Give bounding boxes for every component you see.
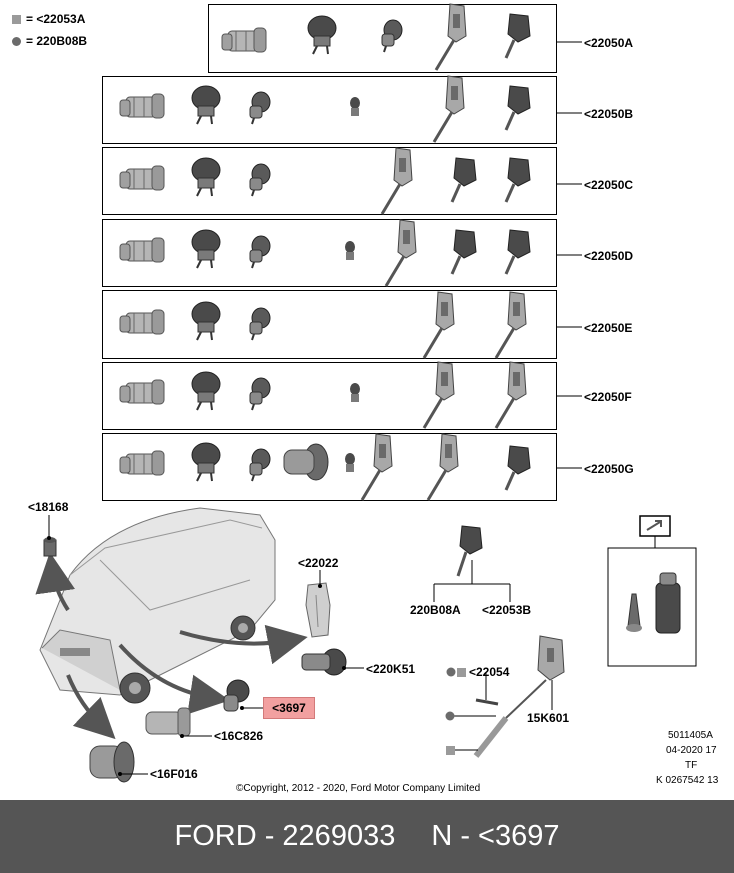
callout-16f016: <16F016	[150, 767, 198, 781]
info-line-1: 5011405A	[668, 730, 713, 741]
info-line-4: K 0267542 13	[656, 775, 719, 786]
callout-22022: <22022	[298, 556, 339, 570]
kit-row-box-c	[102, 147, 557, 215]
legend-item-square: = <22053A	[12, 12, 85, 26]
footer-part-number: FORD - 2269033	[174, 820, 396, 852]
row-label-b: <22050B	[584, 107, 634, 121]
callout-220k51: <220K51	[366, 662, 416, 676]
van-illustration	[39, 507, 276, 704]
footer-part-reference: N - <3697	[431, 820, 560, 852]
row-label-g: <22050G	[584, 462, 634, 476]
callout-220b08a: 220B08A	[410, 603, 461, 617]
legend-label: = 220B08B	[26, 34, 88, 48]
callout-22053b: <22053B	[482, 603, 532, 617]
row-label-d: <22050D	[584, 249, 634, 263]
kit-row-box-g	[102, 433, 557, 501]
kit-row-box-e	[102, 290, 557, 359]
square-marker-icon	[12, 14, 21, 24]
footer-banner: FORD - 2269033 N - <3697	[0, 800, 734, 873]
row-label-f: <22050F	[584, 390, 632, 404]
callout-15k601: 15K601	[527, 711, 570, 725]
row-label-a: <22050A	[584, 36, 634, 50]
kit-row-box-b	[102, 76, 557, 144]
highlighted-part-label-3697: <3697	[263, 697, 315, 719]
row-label-e: <22050E	[584, 321, 633, 335]
info-line-2: 04-2020 17	[666, 745, 717, 756]
legend-label: = <22053A	[26, 12, 86, 26]
legend-item-circle: = 220B08B	[12, 34, 87, 48]
callout-22054: <22054	[469, 665, 510, 679]
kit-row-box-d	[102, 219, 557, 287]
info-line-3: TF	[685, 760, 698, 771]
callout-18168: <18168	[28, 500, 69, 514]
copyright-notice: ©Copyright, 2012 - 2020, Ford Motor Comp…	[236, 783, 481, 794]
callout-16c826: <16C826	[214, 729, 264, 743]
kit-row-box-f	[102, 362, 557, 430]
circle-marker-icon	[12, 36, 21, 46]
row-label-c: <22050C	[584, 178, 634, 192]
parts-diagram	[35, 2, 697, 783]
